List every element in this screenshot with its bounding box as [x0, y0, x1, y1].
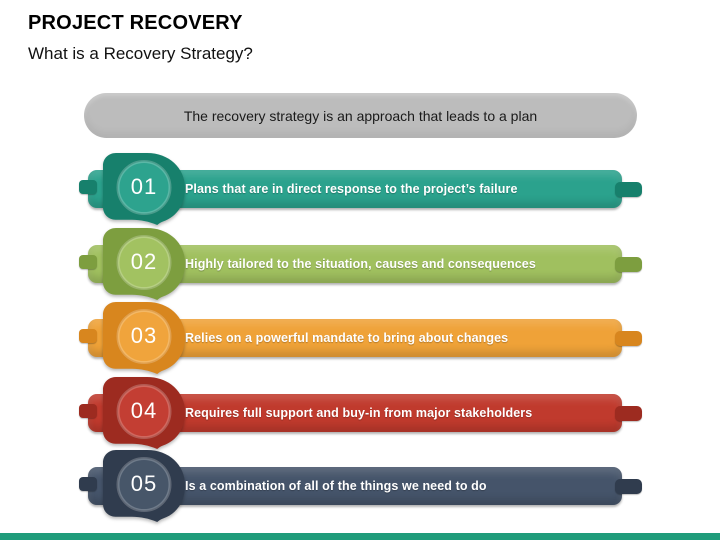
- item-number: 01: [130, 174, 158, 199]
- right-connector-tab: [615, 479, 642, 494]
- strategy-item: Plans that are in direct response to the…: [0, 153, 720, 231]
- strategy-banner: The recovery strategy is an approach tha…: [84, 93, 637, 138]
- leaf-shape-icon: [103, 377, 185, 449]
- strategy-item: Requires full support and buy-in from ma…: [0, 377, 720, 455]
- number-badge: 04: [103, 377, 185, 449]
- item-text: Is a combination of all of the things we…: [185, 479, 487, 493]
- right-connector-tab: [615, 331, 642, 346]
- right-connector-tab: [615, 182, 642, 197]
- left-connector-tab: [79, 180, 97, 194]
- item-number: 05: [130, 471, 158, 496]
- right-connector-tab: [615, 406, 642, 421]
- strategy-item: Is a combination of all of the things we…: [0, 450, 720, 528]
- left-connector-tab: [79, 329, 97, 343]
- number-badge: 03: [103, 302, 185, 374]
- leaf-shape-icon: [103, 153, 185, 225]
- item-number: 03: [130, 323, 158, 348]
- slide-subtitle: What is a Recovery Strategy?: [28, 44, 253, 63]
- left-connector-tab: [79, 477, 97, 491]
- strategy-item: Relies on a powerful mandate to bring ab…: [0, 302, 720, 380]
- banner-text: The recovery strategy is an approach tha…: [183, 107, 538, 124]
- left-connector-tab: [79, 404, 97, 418]
- strategy-item: Highly tailored to the situation, causes…: [0, 228, 720, 306]
- item-text: Requires full support and buy-in from ma…: [185, 406, 533, 420]
- footer-accent-bar: [0, 533, 720, 540]
- right-connector-tab: [615, 257, 642, 272]
- leaf-shape-icon: [103, 450, 185, 522]
- leaf-shape-icon: [103, 302, 185, 374]
- item-text: Relies on a powerful mandate to bring ab…: [185, 331, 509, 345]
- slide-title: PROJECT RECOVERY: [28, 12, 243, 34]
- leaf-shape-icon: [103, 228, 185, 300]
- number-badge: 01: [103, 153, 185, 225]
- number-badge: 05: [103, 450, 185, 522]
- number-badge: 02: [103, 228, 185, 300]
- left-connector-tab: [79, 255, 97, 269]
- item-text: Highly tailored to the situation, causes…: [185, 257, 536, 271]
- item-number: 04: [130, 398, 158, 423]
- item-text: Plans that are in direct response to the…: [185, 182, 518, 196]
- item-number: 02: [130, 249, 158, 274]
